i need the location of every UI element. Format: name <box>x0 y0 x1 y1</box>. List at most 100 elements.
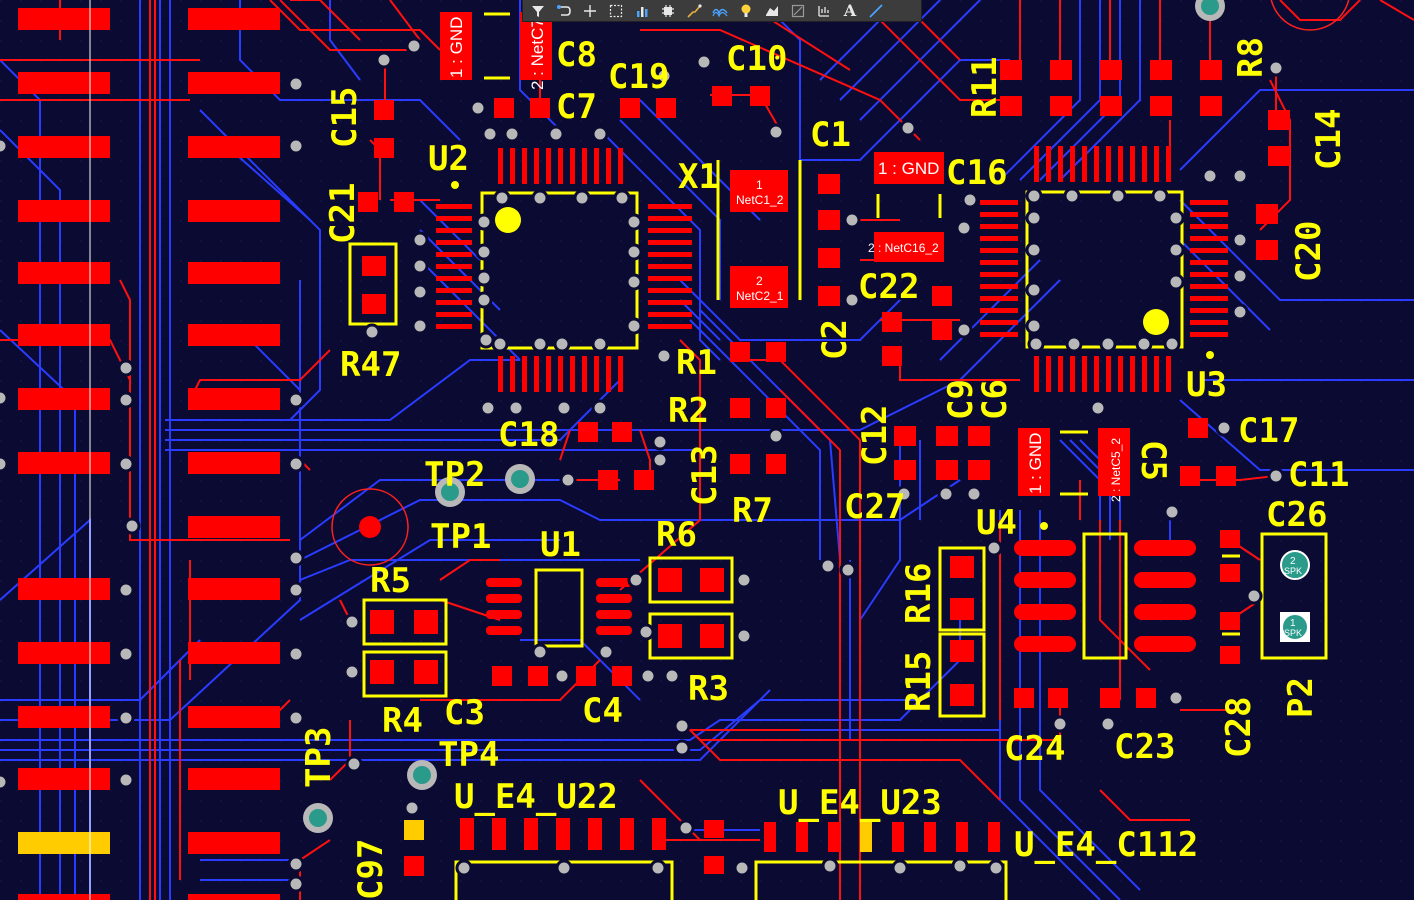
label-x1: X1 <box>678 157 719 197</box>
label-r11: R11 <box>965 57 1005 118</box>
label-r4: R4 <box>382 701 423 741</box>
netc2-pad-net: NetC2_1 <box>736 289 784 303</box>
chart-icon <box>637 6 648 17</box>
interactive-route-icon <box>687 3 702 18</box>
label-c4: C4 <box>582 691 623 731</box>
diff-pair-tool-button[interactable] <box>708 1 732 21</box>
label-c28: C28 <box>1219 697 1259 758</box>
label-c5: C5 <box>1133 440 1173 481</box>
label-u1: U1 <box>540 525 581 565</box>
crosshair-icon <box>584 4 596 17</box>
chart-tool-button[interactable] <box>630 1 654 21</box>
filter-tool-button[interactable] <box>526 1 550 21</box>
label-tp4: TP4 <box>438 735 499 775</box>
dimension-icon <box>818 5 829 17</box>
netc2-pad-number: 2 <box>756 274 763 288</box>
spk-pad2-number: 2 <box>1290 556 1296 567</box>
label-c18: C18 <box>498 415 559 455</box>
label-c2: C2 <box>815 319 855 360</box>
line-icon <box>869 3 883 18</box>
gnd-c16-label: 1 : GND <box>878 159 939 178</box>
region-tool-button[interactable] <box>786 1 810 21</box>
label-tp1: TP1 <box>430 517 491 557</box>
label-c19: C19 <box>608 57 669 97</box>
netc1-pad-net: NetC1_2 <box>736 193 784 207</box>
component-tool-button[interactable] <box>656 1 680 21</box>
label-u2: U2 <box>428 139 469 179</box>
label-c12: C12 <box>855 405 895 466</box>
label-c17: C17 <box>1238 411 1299 451</box>
label-r1: R1 <box>676 343 717 383</box>
test-points[interactable] <box>303 0 1225 833</box>
netc7-top-label: 2 : NetC7 <box>528 18 547 90</box>
line-tool-button[interactable] <box>864 1 888 21</box>
smd-pads <box>358 12 1290 874</box>
filter-icon <box>532 5 544 17</box>
vias <box>0 37 1285 893</box>
label-c23: C23 <box>1114 727 1175 767</box>
label-c1: C1 <box>810 115 851 155</box>
label-c3: C3 <box>444 693 485 733</box>
label-u3: U3 <box>1186 365 1227 405</box>
spk-pad1-net: SPK <box>1284 628 1302 638</box>
route-icon <box>557 4 571 16</box>
u-e4-u22-pads <box>404 818 666 876</box>
label-r15: R15 <box>899 651 939 712</box>
u-e4-u23-pads <box>764 822 1000 852</box>
netc16-label: 2 : NetC16_2 <box>868 241 939 255</box>
u3-footprint[interactable] <box>980 146 1228 392</box>
crosshair-tool-button[interactable] <box>578 1 602 21</box>
label-c6: C6 <box>975 379 1015 420</box>
label-c16: C16 <box>946 153 1007 193</box>
dimension-tool-button[interactable] <box>812 1 836 21</box>
label-r5: R5 <box>370 561 411 601</box>
netc1-pad-number: 1 <box>756 178 763 192</box>
fiducial-mark <box>331 0 1350 566</box>
label-c15: C15 <box>325 87 365 148</box>
label-c20: C20 <box>1289 221 1329 282</box>
label-r6: R6 <box>656 515 697 555</box>
active-bar-toolbar: A <box>522 0 922 22</box>
text-tool-button[interactable]: A <box>838 1 862 21</box>
select-rect-tool-button[interactable] <box>604 1 628 21</box>
label-c14: C14 <box>1309 109 1349 170</box>
polygon-icon <box>766 5 778 16</box>
label-u-e4-u23: U_E4_U23 <box>778 783 942 823</box>
interactive-route-tool-button[interactable] <box>682 1 706 21</box>
spk-pad1-number: 1 <box>1290 618 1296 629</box>
u2-footprint[interactable] <box>436 148 692 392</box>
label-r7: R7 <box>732 491 773 531</box>
label-c10: C10 <box>726 39 787 79</box>
x1-footprint[interactable] <box>716 160 802 308</box>
select-rect-icon <box>609 4 623 17</box>
u4-footprint[interactable] <box>1014 522 1196 652</box>
diff-pair-icon <box>712 8 728 18</box>
label-u-e4-c112: U_E4_C112 <box>1014 825 1198 865</box>
label-c26: C26 <box>1266 495 1327 535</box>
label-r47: R47 <box>340 345 401 385</box>
polygon-tool-button[interactable] <box>760 1 784 21</box>
label-c22: C22 <box>858 267 919 307</box>
route-tool-button[interactable] <box>552 1 576 21</box>
label-r16: R16 <box>899 563 939 624</box>
label-c27: C27 <box>844 487 905 527</box>
label-c8: C8 <box>556 35 597 75</box>
highlight-tool-button[interactable] <box>734 1 758 21</box>
region-icon <box>791 4 805 17</box>
left-connector-pads <box>18 8 280 900</box>
netc5-label: 2 : NetC5_2 <box>1109 438 1123 502</box>
highlight-icon <box>741 4 751 17</box>
label-c21: C21 <box>323 183 363 244</box>
gnd-top-label: 1 : GND <box>447 17 466 78</box>
label-c7: C7 <box>556 87 597 127</box>
label-c97: C97 <box>351 839 391 900</box>
u1-footprint[interactable] <box>486 578 632 635</box>
label-tp2: TP2 <box>424 455 485 495</box>
p2-connector[interactable] <box>1280 550 1310 642</box>
label-u4: U4 <box>976 503 1017 543</box>
label-r3: R3 <box>688 669 729 709</box>
label-tp3: TP3 <box>299 727 339 788</box>
gnd-c5-label: 1 : GND <box>1026 433 1045 494</box>
